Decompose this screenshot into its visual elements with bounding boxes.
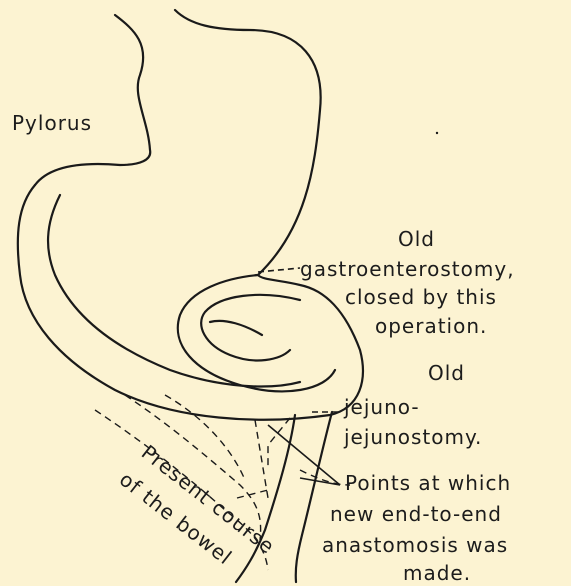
label-old-jejuno-2: jejuno- — [343, 395, 420, 419]
duodenum-outer-curve — [18, 185, 363, 420]
jejunum-loop-outer — [178, 275, 335, 391]
label-points-3: anastomosis was — [322, 533, 508, 557]
label-points-2: new end-to-end — [330, 502, 502, 526]
stray-dot — [436, 132, 438, 134]
stomach-outer-wall — [175, 10, 321, 275]
label-old-jejuno-1: Old — [428, 361, 465, 385]
label-points-1: Points at which — [345, 471, 511, 495]
jejunum-loop-inner — [201, 295, 300, 361]
duodenum-inner-curve — [48, 195, 300, 386]
label-old-gastro-3: closed by this — [345, 285, 497, 309]
present-course-dashed-bridge — [268, 418, 290, 470]
present-course-dashed-cross — [255, 420, 268, 498]
stomach-inner-wall — [35, 15, 150, 185]
leader-points-anastomosis-a — [268, 425, 340, 485]
jejunum-loop-end — [210, 321, 262, 335]
label-old-gastro-2: gastroenterostomy, — [300, 257, 515, 281]
present-course-dashed-tie — [237, 490, 268, 498]
label-old-gastro-1: Old — [398, 227, 435, 251]
label-pylorus: Pylorus — [12, 111, 92, 135]
label-old-jejuno-3: jejunostomy. — [343, 425, 482, 449]
label-points-4: made. — [403, 561, 471, 585]
label-old-gastro-4: operation. — [375, 314, 487, 338]
